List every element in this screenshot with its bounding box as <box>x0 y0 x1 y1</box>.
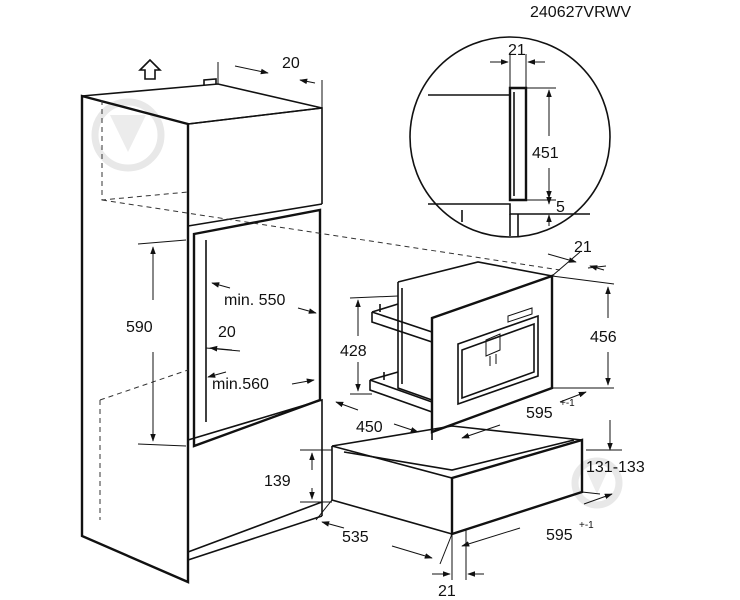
dim-top-offset: 20 <box>282 55 300 72</box>
dim-machine-front-height: 456 <box>590 329 617 346</box>
dim-drawer-gap: 131-133 <box>586 459 645 476</box>
detail-view: 21 451 5 <box>409 36 611 238</box>
dim-drawer-width-tolerance: +-1 <box>579 520 594 531</box>
dim-machine-depth: 450 <box>356 419 383 436</box>
cabinet-dimensions: 20 590 min. 550 20 min.560 <box>126 55 323 447</box>
dim-detail-width: 21 <box>508 42 526 59</box>
warming-drawer <box>331 425 584 536</box>
dim-detail-gap: 5 <box>556 199 565 216</box>
dim-drawer-front: 21 <box>438 583 456 600</box>
dim-niche-depth: min. 550 <box>224 292 285 309</box>
dim-niche-width: min.560 <box>212 376 269 393</box>
dim-drawer-height: 139 <box>264 473 291 490</box>
up-arrow-icon <box>138 58 162 80</box>
dim-drawer-depth: 535 <box>342 529 369 546</box>
drawing-code: 240627VRWV <box>530 4 631 21</box>
brand-watermark-icon <box>91 98 623 509</box>
drawer-dimensions: 131-133 139 535 595 +-1 21 <box>264 420 645 600</box>
coffee-machine <box>369 261 556 440</box>
dim-machine-width: 595 <box>526 405 553 422</box>
dim-drawer-width: 595 <box>546 527 573 544</box>
dim-niche-offset: 20 <box>218 324 236 341</box>
dim-machine-side: 21 <box>574 239 592 256</box>
dim-detail-height: 451 <box>532 145 559 162</box>
dim-machine-body-height: 428 <box>340 343 367 360</box>
machine-dimensions: 21 456 428 450 595 +-1 <box>335 239 617 440</box>
dim-machine-width-tolerance: +-1 <box>560 398 575 409</box>
dim-niche-height: 590 <box>126 319 153 336</box>
